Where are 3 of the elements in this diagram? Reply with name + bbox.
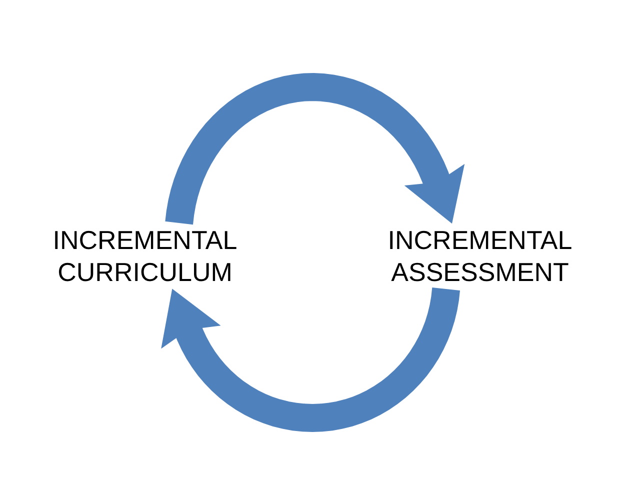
node-label: INCREMENTAL ASSESSMENT	[386, 224, 574, 288]
node-label: INCREMENTAL CURRICULUM	[52, 224, 238, 288]
curved-arrow	[165, 73, 465, 227]
